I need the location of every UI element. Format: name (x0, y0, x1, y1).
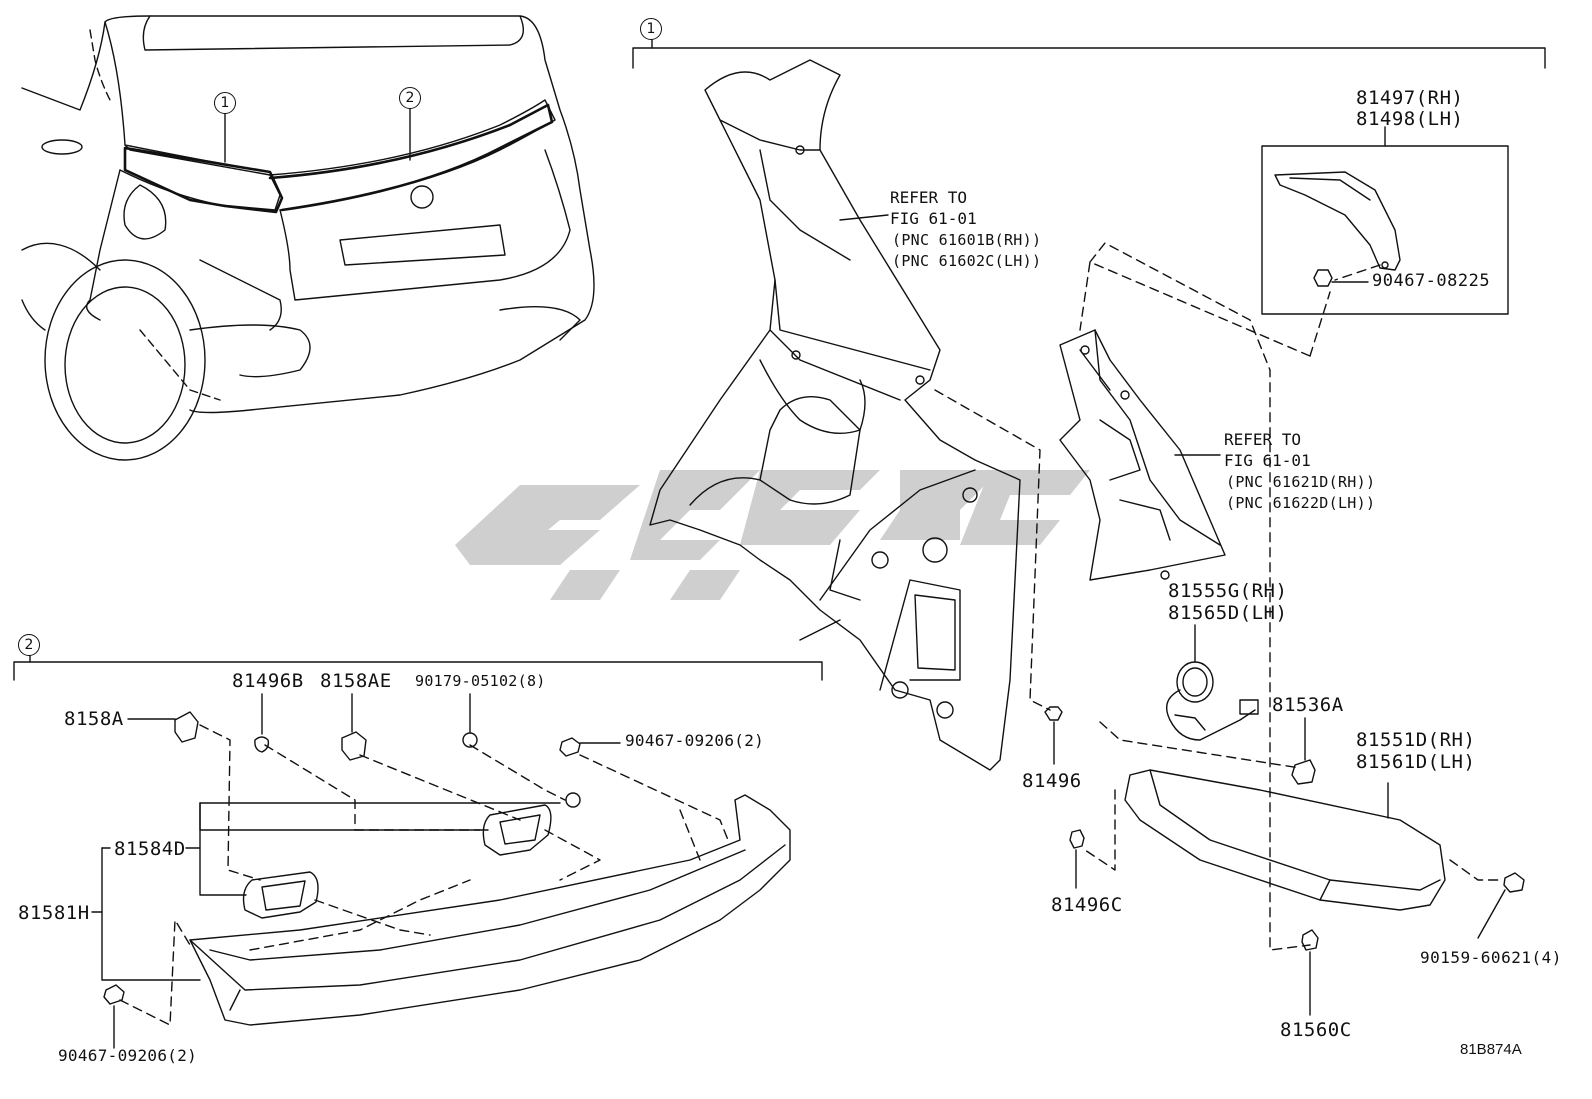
seal-pads (242, 804, 552, 919)
part-label: 81561D(LH) (1356, 751, 1476, 773)
part-label: 90467-09206(2) (58, 1046, 198, 1065)
part-label: 90179-05102(8) (415, 672, 546, 690)
part-label: 8158AE (320, 670, 392, 692)
part-label: 90467-09206(2) (625, 731, 765, 750)
clip-81496-shape (1044, 706, 1063, 721)
callout-2: 2 (399, 87, 421, 109)
quarter-panel-lower (1059, 329, 1226, 581)
part-label: 81565D(LH) (1168, 602, 1288, 624)
part-label: 81560C (1280, 1019, 1352, 1041)
rear-lamp (1124, 769, 1446, 911)
guide-lines-1 (934, 242, 1501, 951)
fig-ref: FIG 61-01 (1224, 451, 1311, 470)
fasteners-section-2 (103, 693, 621, 1049)
watermark-logo (455, 470, 1090, 600)
pnc-ref: (PNC 61621D(RH)) (1226, 473, 1376, 491)
part-label: 81496B (232, 670, 304, 692)
part-label: 81496C (1051, 894, 1123, 916)
part-label: 81581H (18, 902, 90, 924)
part-label: 8158A (64, 708, 124, 730)
quarter-panel-inner (649, 59, 1021, 771)
pnc-ref: (PNC 61602C(LH)) (892, 252, 1042, 270)
part-label: 81498(LH) (1356, 108, 1464, 130)
rear-garnish (189, 794, 791, 1026)
fig-ref: FIG 61-01 (890, 209, 977, 228)
callout-1: 1 (214, 92, 236, 114)
part-label: 81551D(RH) (1356, 729, 1476, 751)
car-overview (21, 15, 595, 461)
guide-lines-2 (119, 724, 729, 1026)
refer-to-note: REFER TO (1224, 430, 1302, 449)
part-label: 81555G(RH) (1168, 580, 1288, 602)
socket-and-wire (1166, 661, 1259, 741)
part-label: 81536A (1272, 694, 1344, 716)
refer-to-note: REFER TO (890, 188, 968, 207)
part-label: 90159-60621(4) (1420, 948, 1562, 967)
upper-garnish (1274, 171, 1401, 287)
callout-2: 2 (18, 634, 40, 656)
part-label: 81496 (1022, 770, 1082, 792)
pnc-ref: (PNC 61622D(LH)) (1226, 494, 1376, 512)
section-2-bracket (13, 661, 823, 681)
callout-1: 1 (640, 18, 662, 40)
pnc-ref: (PNC 61601B(RH)) (892, 231, 1042, 249)
figure-id: 81B874A (1460, 1041, 1522, 1058)
part-label: 81584D (114, 838, 186, 860)
part-label: 90467-08225 (1372, 271, 1491, 291)
section-1-bracket (632, 47, 1546, 69)
part-label: 81497(RH) (1356, 87, 1464, 109)
